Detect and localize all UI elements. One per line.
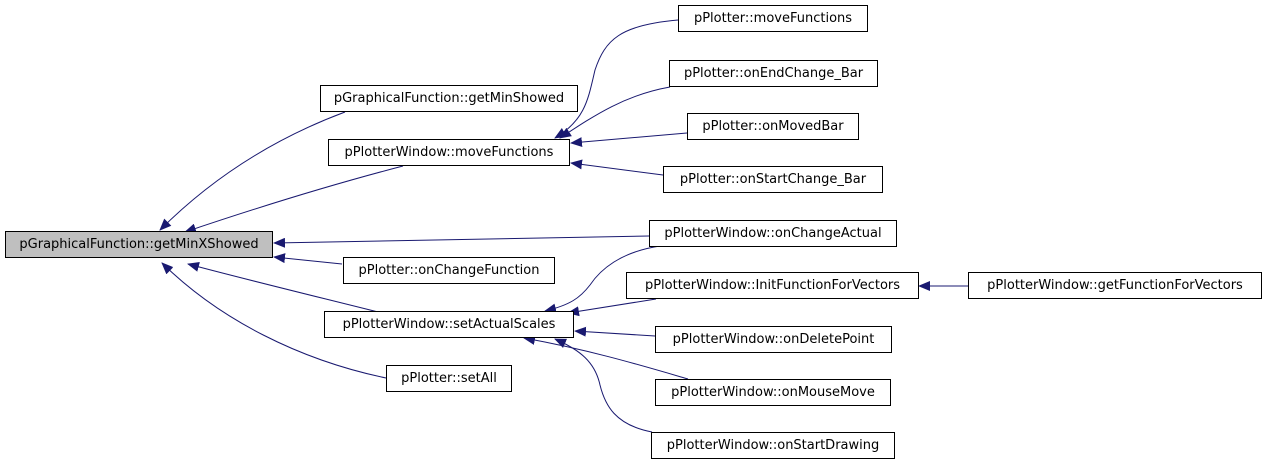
node-onchangefunction[interactable]: pPlotter::onChangeFunction: [343, 257, 555, 284]
node-pwsetactualscales[interactable]: pPlotterWindow::setActualScales: [324, 311, 574, 338]
node-setall[interactable]: pPlotter::setAll: [386, 365, 512, 392]
edge-onstartdrawing-to-pwsetactualscales: [554, 338, 653, 433]
node-onmovedbar[interactable]: pPlotter::onMovedBar: [687, 113, 859, 140]
node-pmovefunctions[interactable]: pPlotter::moveFunctions: [678, 5, 868, 32]
node-onstartdrawing[interactable]: pPlotterWindow::onStartDrawing: [651, 432, 895, 459]
node-onendchangebar[interactable]: pPlotter::onEndChange_Bar: [669, 60, 878, 87]
edge-pmovefunctions-to-pwmovefunctions: [554, 19, 679, 139]
node-root-getminxshowed[interactable]: pGraphicalFunction::getMinXShowed: [5, 231, 273, 258]
node-onstartchangebar[interactable]: pPlotter::onStartChange_Bar: [663, 166, 883, 193]
node-initfunctionforvectors[interactable]: pPlotterWindow::InitFunctionForVectors: [626, 272, 919, 299]
edge-ondeletepoint-to-pwsetactualscales: [574, 326, 656, 337]
edge-pwmovefunctions-to-root: [184, 165, 404, 234]
node-ondeletepoint[interactable]: pPlotterWindow::onDeletePoint: [655, 326, 892, 353]
edge-onchangefunction-to-root: [273, 253, 343, 265]
node-pwmovefunctions[interactable]: pPlotterWindow::moveFunctions: [328, 139, 570, 166]
node-onmousemove[interactable]: pPlotterWindow::onMouseMove: [655, 379, 891, 406]
edge-initfunctionforvectors-to-pwsetactualscales: [567, 298, 657, 317]
edge-onendchangebar-to-pwmovefunctions: [559, 86, 671, 139]
node-onchangeactual[interactable]: pPlotterWindow::onChangeActual: [649, 220, 897, 247]
edge-onchangeactual-to-root: [273, 235, 650, 248]
node-getfunctionforvectors[interactable]: pPlotterWindow::getFunctionForVectors: [968, 272, 1262, 299]
edge-onmousemove-to-pwsetactualscales: [523, 335, 689, 380]
edge-setall-to-root: [161, 262, 387, 379]
edge-onchangeactual-to-pwsetactualscales: [544, 245, 661, 314]
node-getminshowed[interactable]: pGraphicalFunction::getMinShowed: [320, 85, 578, 112]
edge-onstartchangebar-to-pwmovefunctions: [570, 159, 664, 176]
edge-getminshowed-to-root: [159, 111, 346, 231]
edge-onmovedbar-to-pwmovefunctions: [570, 132, 688, 148]
edge-pwsetactualscales-to-root: [187, 262, 379, 313]
